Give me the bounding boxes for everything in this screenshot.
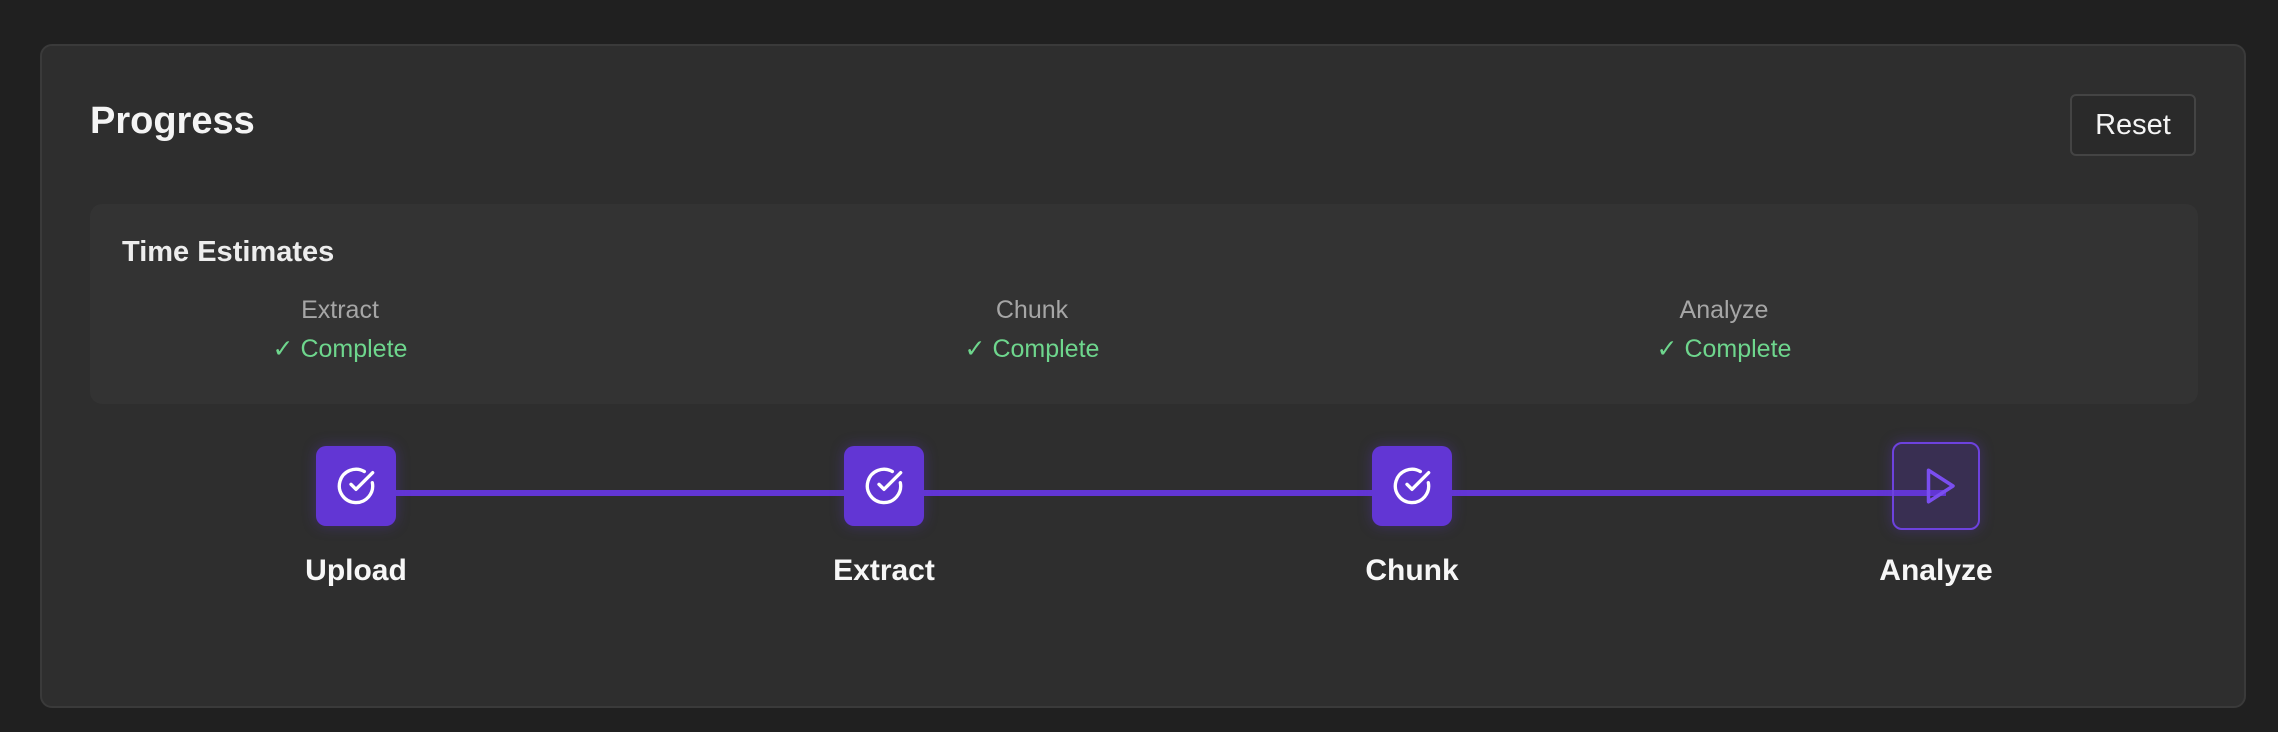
estimate-status: ✓ Complete	[1656, 335, 1792, 363]
step-label: Upload	[305, 554, 407, 587]
play-icon	[1892, 442, 1980, 530]
estimate-label: Extract	[301, 296, 379, 324]
estimate-status: ✓ Complete	[272, 335, 408, 363]
reset-button[interactable]: Reset	[2070, 94, 2196, 156]
check-circle-icon	[844, 446, 924, 526]
step-upload[interactable]: Upload	[236, 446, 476, 586]
check-circle-icon	[316, 446, 396, 526]
step-analyze[interactable]: Analyze	[1816, 442, 2056, 587]
estimate-extract: Extract ✓ Complete	[190, 298, 490, 362]
page-title: Progress	[90, 100, 255, 142]
estimate-analyze: Analyze ✓ Complete	[1574, 298, 1874, 362]
progress-card: Progress Reset Time Estimates Extract ✓ …	[40, 44, 2246, 708]
check-circle-icon	[1372, 446, 1452, 526]
stepper: Upload Extract Chunk	[42, 442, 2248, 626]
step-chunk[interactable]: Chunk	[1292, 446, 1532, 586]
step-label: Extract	[833, 554, 935, 587]
step-label: Chunk	[1365, 554, 1459, 587]
step-connector	[396, 490, 884, 496]
estimate-label: Chunk	[995, 296, 1069, 324]
time-estimates-panel: Time Estimates Extract ✓ Complete Chunk …	[90, 204, 2198, 404]
step-label: Analyze	[1879, 554, 1993, 587]
estimate-status: ✓ Complete	[964, 335, 1100, 363]
step-connector	[924, 490, 1412, 496]
step-connector	[1452, 490, 1946, 496]
step-extract[interactable]: Extract	[764, 446, 1004, 586]
estimate-chunk: Chunk ✓ Complete	[882, 298, 1182, 362]
estimate-label: Analyze	[1679, 296, 1769, 324]
time-estimates-title: Time Estimates	[122, 236, 335, 268]
